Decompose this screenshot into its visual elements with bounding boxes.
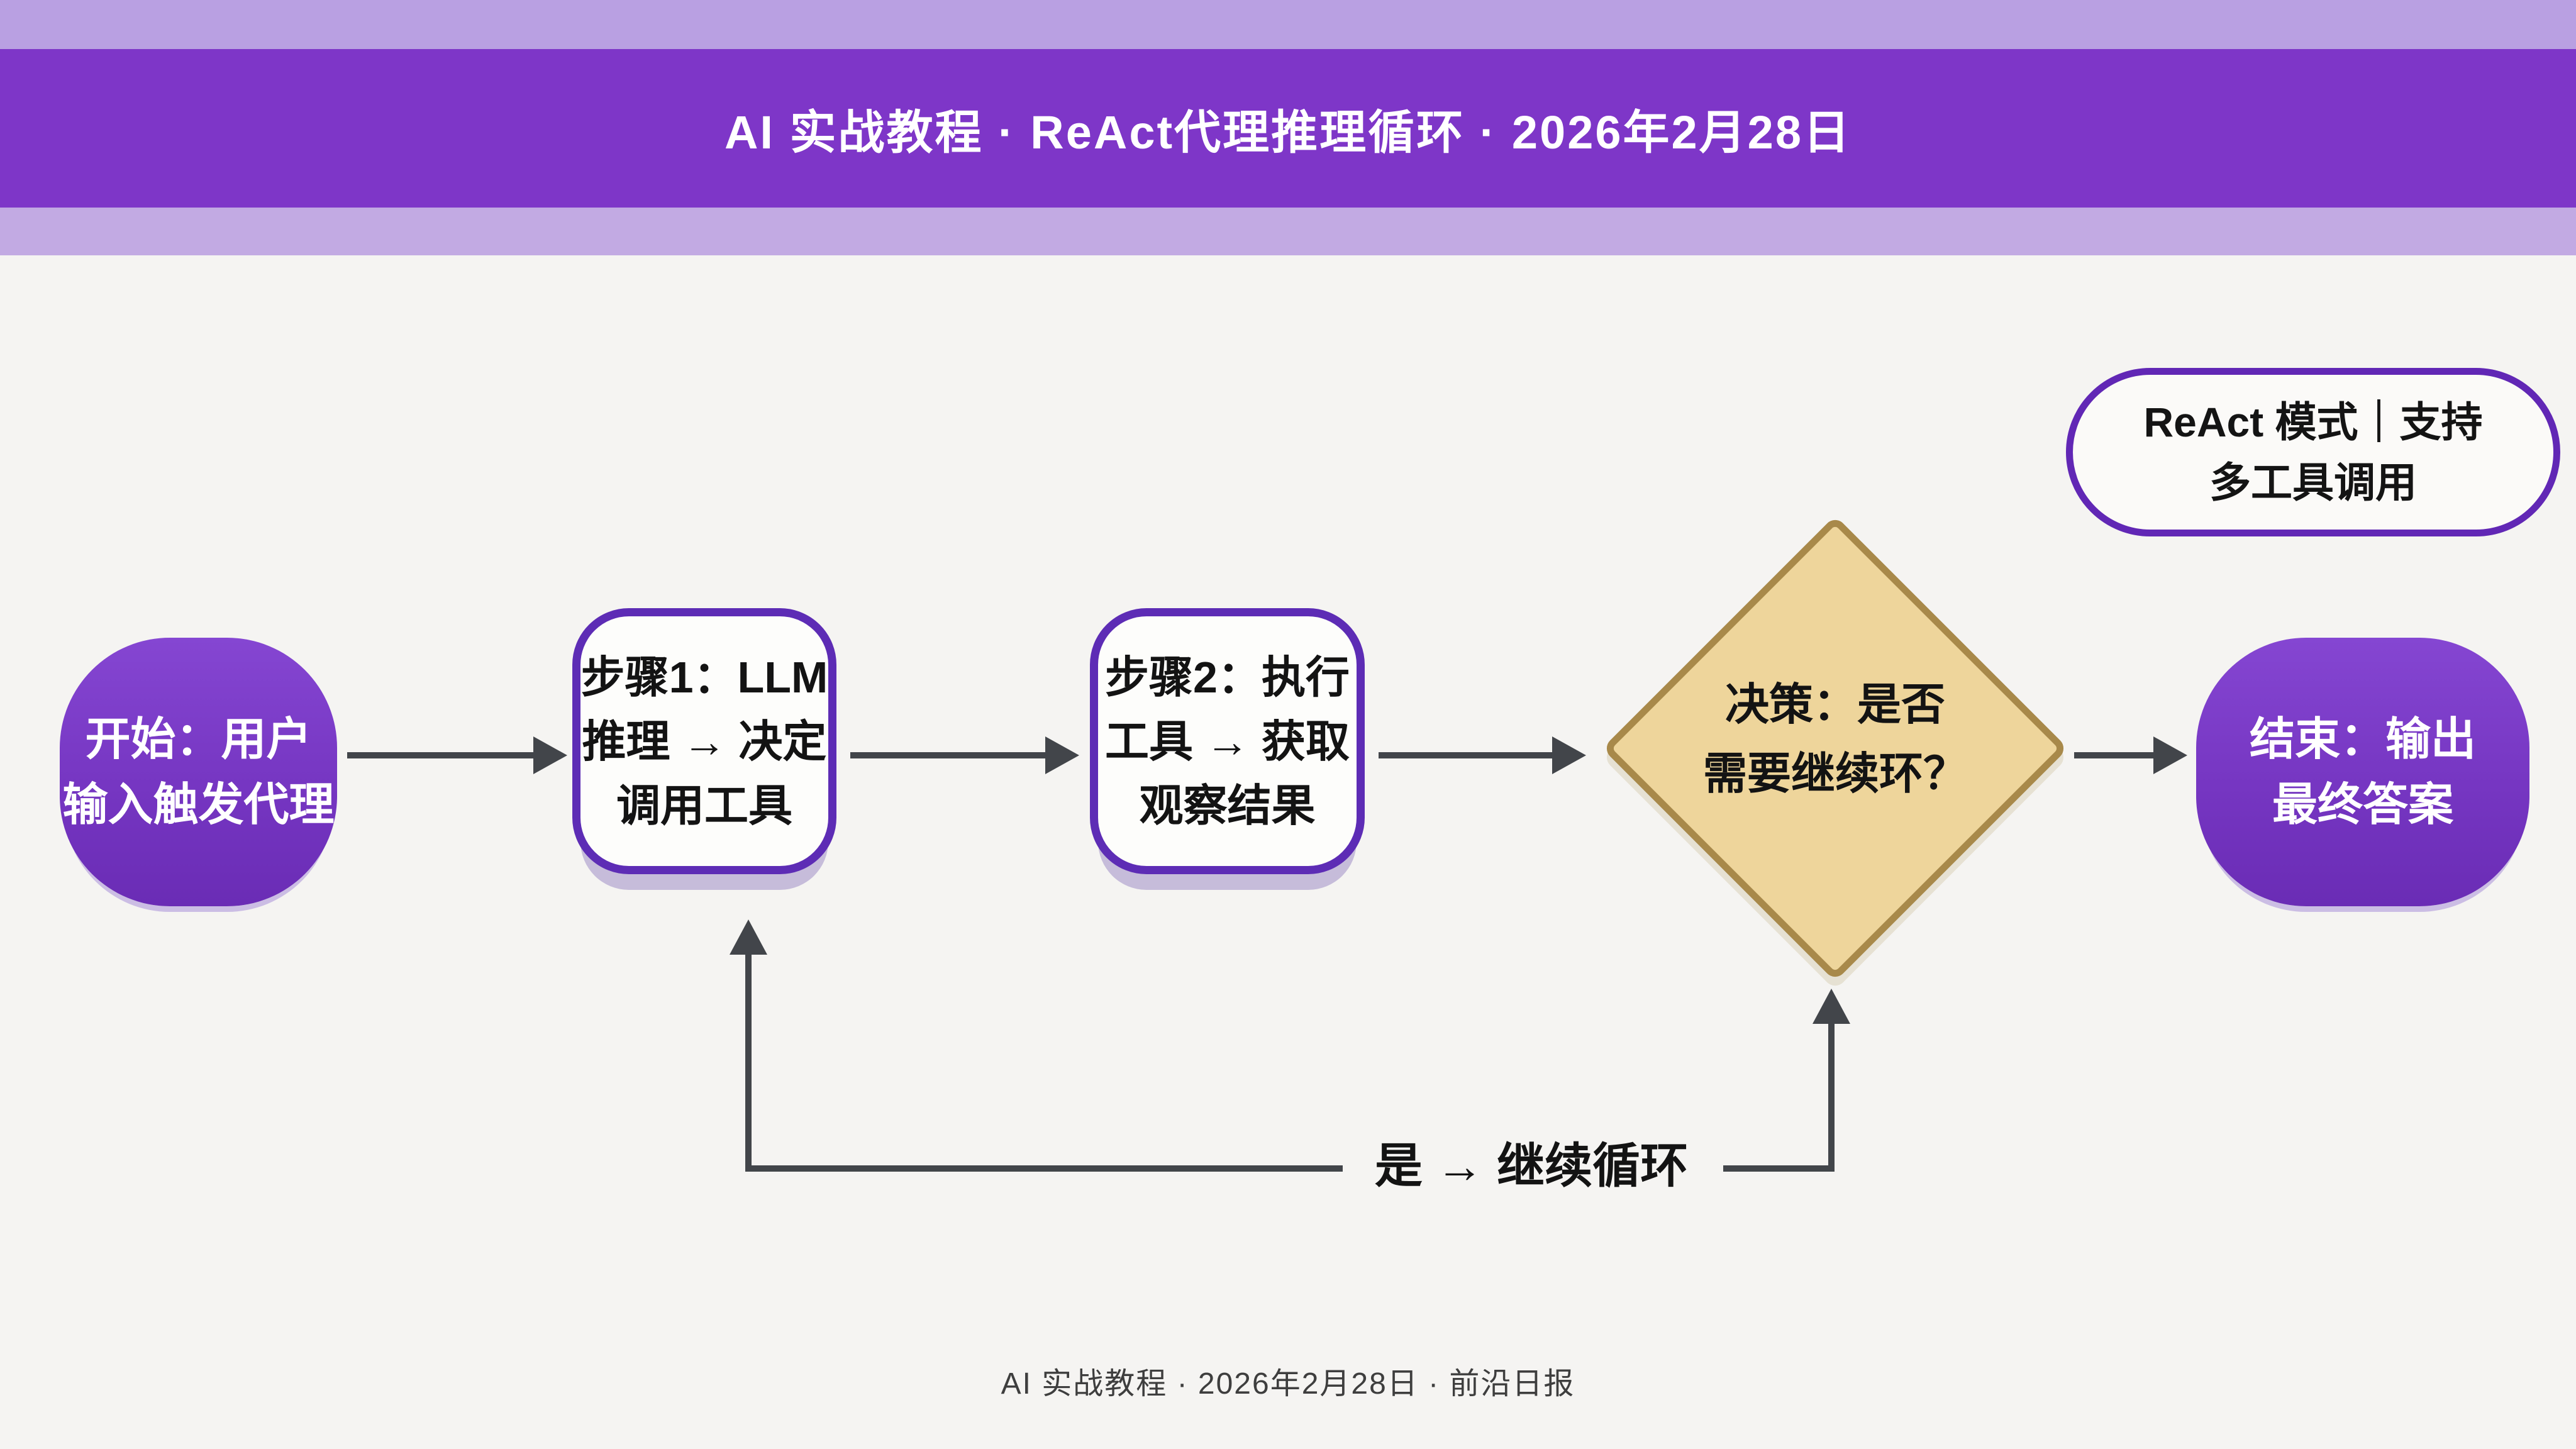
header-bar: AI 实战教程 · ReAct代理推理循环 · 2026年2月28日 (0, 49, 2576, 208)
arrow-decision-to-end-line (2074, 752, 2153, 758)
arrow-step2-to-decision-line (1379, 752, 1552, 758)
step1-node: 步骤1：LLM 推理 → 决定 调用工具 (572, 608, 836, 874)
arrow-step1-to-step2-head-icon (1045, 736, 1079, 774)
arrow-step1-to-step2-line (850, 752, 1045, 758)
loop-horizontal-right (1723, 1165, 1835, 1172)
arrow-decision-to-end-head-icon (2153, 736, 2187, 774)
end-node: 结束：输出 最终答案 (2196, 638, 2529, 906)
arrow-start-to-step1-line (347, 752, 533, 758)
header-strip-bottom (0, 208, 2576, 255)
decision-label: 决策：是否 需要继续环？ (1703, 680, 1967, 798)
start-node: 开始：用户 输入触发代理 (60, 638, 337, 906)
loop-horizontal-left (745, 1165, 1343, 1172)
loop-stem-right (1828, 1023, 1835, 1169)
loop-label: 是 → 继续循环 (1374, 1140, 1689, 1193)
loop-stem-left (745, 953, 752, 1169)
step2-node: 步骤2：执行 工具 → 获取 观察结果 (1090, 608, 1365, 874)
page-title: AI 实战教程 · ReAct代理推理循环 · 2026年2月28日 (724, 106, 1852, 158)
loop-arrowhead-step1-icon (730, 919, 767, 955)
arrow-step2-to-decision-head-icon (1552, 736, 1586, 774)
loop-arrowhead-decision-icon (1813, 989, 1850, 1024)
header-strip-top (0, 0, 2576, 49)
footer-caption: AI 实战教程 · 2026年2月28日 · 前沿日报 (1001, 1367, 1575, 1401)
arrow-start-to-step1-head-icon (533, 736, 567, 774)
mode-badge: ReAct 模式｜支持 多工具调用 (2066, 368, 2560, 536)
